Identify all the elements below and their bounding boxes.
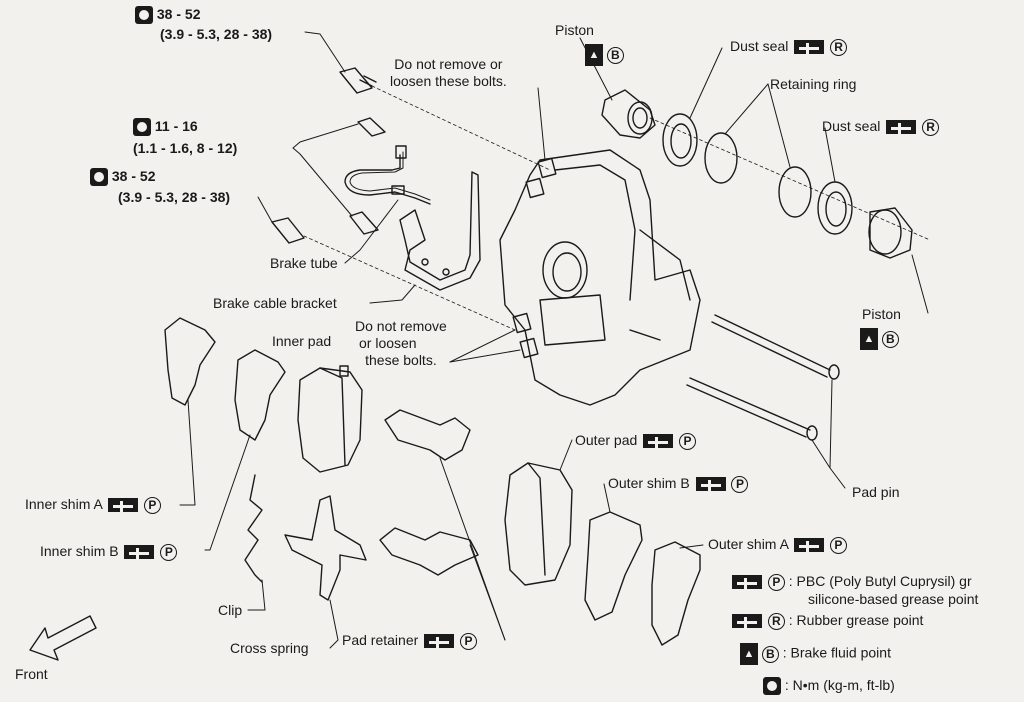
label-piston-top: Piston — [555, 22, 594, 38]
dust-seal-top-part — [662, 113, 698, 167]
label-inner-shim-b: Inner shim B P — [40, 543, 178, 561]
outer-shim-a-part — [651, 541, 701, 646]
label-brake-cable-bracket: Brake cable bracket — [213, 295, 337, 311]
label-brake-tube: Brake tube — [270, 255, 338, 271]
label-dust-seal-1: Dust seal R — [730, 38, 848, 56]
label-outer-shim-b: Outer shim B P — [608, 475, 749, 493]
label-inner-shim-a: Inner shim A P — [25, 496, 161, 514]
label-outer-pad: Outer pad P — [575, 432, 697, 450]
brake-fluid-icon: ▲ — [585, 44, 603, 66]
torque-label-top: 38 - 52 — [135, 6, 200, 25]
torque-icon — [133, 118, 151, 137]
pad-retainer-lower — [379, 527, 479, 576]
grease-icon — [794, 40, 825, 55]
torque-label-mid-sub: (1.1 - 1.6, 8 - 12) — [133, 140, 238, 156]
grease-icon — [107, 498, 138, 513]
label-clip: Clip — [218, 602, 243, 618]
brake-tube-bolt-low — [349, 211, 379, 235]
torque-icon — [763, 677, 781, 696]
label-cross-spring: Cross spring — [230, 640, 309, 656]
grease-icon — [886, 120, 917, 135]
note-do-not-remove-upper: Do not remove or loosen these bolts. — [390, 56, 507, 89]
label-pad-retainer: Pad retainer P — [342, 632, 478, 650]
clip-part — [244, 474, 263, 583]
label-outer-shim-a: Outer shim A P — [708, 536, 847, 554]
brake-tube-bolt-top — [357, 117, 386, 137]
grease-icon — [732, 575, 762, 590]
outer-pad-part — [504, 462, 573, 586]
torque-label-top-sub: (3.9 - 5.3, 28 - 38) — [160, 26, 273, 42]
inner-shim-a-part — [164, 317, 216, 406]
label-dust-seal-2: Dust seal R — [822, 118, 940, 136]
inner-shim-b-part — [234, 349, 286, 441]
grease-icon — [424, 634, 455, 649]
front-arrow — [29, 615, 97, 661]
symbol-piston-right: ▲ B — [860, 328, 899, 350]
legend-pbc-line2: silicone-based grease point — [808, 591, 979, 607]
torque-icon — [90, 168, 108, 187]
upper-mounting-bolt — [339, 67, 377, 94]
inner-pad-part — [297, 365, 363, 473]
legend-rubber: R : Rubber grease point — [730, 612, 923, 630]
legend-torque: : N•m (kg-m, ft-lb) — [763, 677, 895, 696]
note-do-not-remove-lower: Do not remove or loosen these bolts. — [355, 318, 447, 368]
brake-tube — [344, 154, 431, 205]
pad-pins — [686, 314, 840, 441]
dust-seal-right-part — [817, 181, 853, 235]
grease-icon — [695, 477, 726, 492]
label-front: Front — [15, 666, 48, 682]
piston-right-part — [868, 207, 913, 259]
torque-label-mid: 11 - 16 — [133, 118, 198, 137]
label-pad-pin: Pad pin — [852, 484, 900, 500]
lower-mounting-bolt — [271, 217, 305, 244]
brake-fluid-icon: ▲ — [740, 643, 758, 665]
outer-shim-b-part — [584, 511, 643, 621]
alignment-lines — [303, 85, 931, 331]
legend-brake-fluid: ▲ B : Brake fluid point — [740, 643, 891, 665]
caliper-body — [499, 149, 701, 406]
torque-label-low: 38 - 52 — [90, 168, 155, 187]
grease-icon — [794, 538, 825, 553]
piston-top-part — [601, 89, 656, 139]
pad-retainer-upper — [384, 409, 471, 461]
brake-cable-bracket — [399, 171, 481, 291]
torque-icon — [135, 6, 153, 25]
label-retaining-ring: Retaining ring — [770, 76, 857, 92]
label-inner-pad: Inner pad — [272, 333, 332, 349]
retaining-ring-part — [704, 132, 738, 184]
grease-icon — [124, 545, 155, 560]
grease-icon — [643, 434, 674, 449]
torque-label-low-sub: (3.9 - 5.3, 28 - 38) — [118, 189, 231, 205]
symbol-piston-top: ▲ B — [585, 44, 624, 66]
leader-lines — [179, 31, 929, 649]
grease-icon — [732, 614, 762, 629]
brake-fluid-icon: ▲ — [860, 328, 878, 350]
legend-pbc: P : PBC (Poly Butyl Cuprysil) gr — [730, 573, 972, 591]
cross-spring-part — [284, 495, 367, 601]
label-piston-right: Piston — [862, 306, 901, 322]
